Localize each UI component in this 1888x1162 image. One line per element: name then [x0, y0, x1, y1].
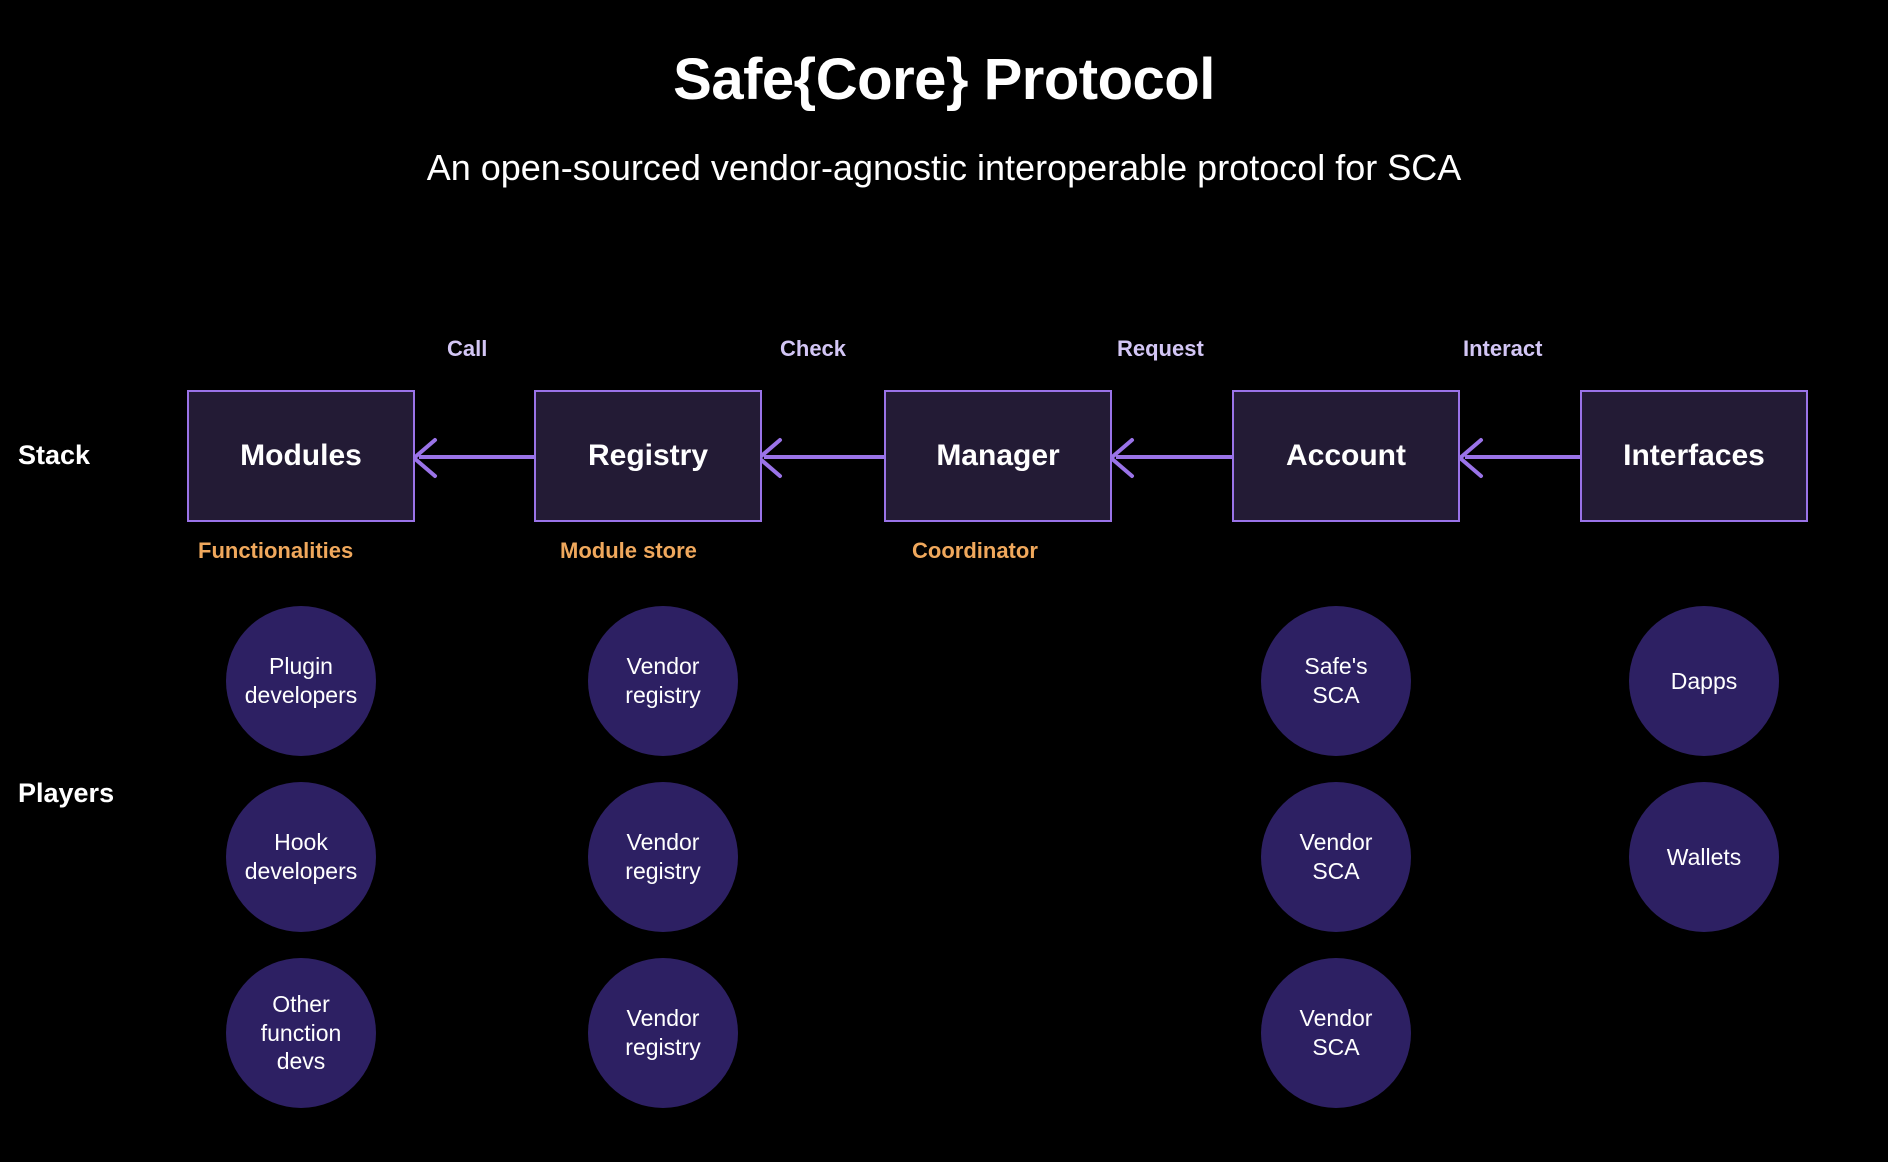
arrow-shaft — [419, 455, 536, 459]
player-circle-label: Vendor registry — [625, 829, 701, 884]
player-circle-label: Other function devs — [260, 990, 342, 1075]
player-circle-label: Dapps — [1670, 667, 1738, 694]
row-label-stack: Stack — [18, 440, 91, 470]
player-circle-label: Vendor registry — [625, 653, 701, 708]
arrow-caption-call: Call — [447, 336, 488, 361]
sub-caption-functionalities: Functionalities — [198, 538, 354, 563]
arrow-shaft — [1116, 455, 1232, 459]
player-circle-label: Plugin developers — [244, 653, 358, 708]
arrow-shaft — [764, 455, 884, 459]
player-circle-label: Vendor SCA — [1299, 1005, 1373, 1060]
player-circle-other-function-devs[interactable]: Other function devs — [226, 958, 376, 1108]
player-circle-plugin-developers[interactable]: Plugin developers — [226, 606, 376, 756]
player-circle-dapps[interactable]: Dapps — [1629, 606, 1779, 756]
row-label-players: Players — [18, 778, 115, 808]
stack-box-registry[interactable]: Registry — [534, 390, 762, 522]
page-subtitle: An open-sourced vendor-agnostic interope… — [426, 146, 1462, 188]
stack-box-manager[interactable]: Manager — [884, 390, 1112, 522]
player-circle-label: Safe's SCA — [1304, 653, 1368, 708]
sub-caption-coordinator: Coordinator — [912, 538, 1038, 563]
sub-caption-module-store: Module store — [560, 538, 697, 563]
stack-box-modules[interactable]: Modules — [187, 390, 415, 522]
arrow-caption-check: Check — [780, 336, 847, 361]
player-circle-safes-sca[interactable]: Safe's SCA — [1261, 606, 1411, 756]
player-circle-vendor-registry-1[interactable]: Vendor registry — [588, 606, 738, 756]
player-circle-label: Hook developers — [244, 829, 358, 884]
player-circle-vendor-sca-2[interactable]: Vendor SCA — [1261, 958, 1411, 1108]
arrow-registry-to-modules — [409, 438, 536, 478]
header: Safe{Core} Protocol An open-sourced vend… — [0, 0, 1888, 189]
stack-box-interfaces[interactable]: Interfaces — [1580, 390, 1808, 522]
player-circle-vendor-sca-1[interactable]: Vendor SCA — [1261, 782, 1411, 932]
stack-box-label: Modules — [240, 439, 362, 472]
stack-box-label: Registry — [587, 439, 709, 472]
arrow-caption-request: Request — [1117, 336, 1204, 361]
player-circle-label: Wallets — [1666, 843, 1742, 870]
player-circle-label: Vendor registry — [625, 1005, 701, 1060]
arrow-caption-interact: Interact — [1463, 336, 1543, 361]
stack-box-label: Manager — [936, 439, 1060, 472]
player-circle-vendor-registry-3[interactable]: Vendor registry — [588, 958, 738, 1108]
arrow-interfaces-to-account — [1455, 438, 1583, 478]
stack-box-label: Interfaces — [1623, 439, 1765, 472]
stack-box-label: Account — [1286, 439, 1406, 472]
page-title: Safe{Core} Protocol — [673, 47, 1215, 112]
stack-box-account[interactable]: Account — [1232, 390, 1460, 522]
player-circle-vendor-registry-2[interactable]: Vendor registry — [588, 782, 738, 932]
player-circle-hook-developers[interactable]: Hook developers — [226, 782, 376, 932]
player-circle-label: Vendor SCA — [1299, 829, 1373, 884]
arrow-account-to-manager — [1106, 438, 1232, 478]
arrow-shaft — [1465, 455, 1583, 459]
arrow-manager-to-registry — [754, 438, 884, 478]
player-circle-wallets[interactable]: Wallets — [1629, 782, 1779, 932]
